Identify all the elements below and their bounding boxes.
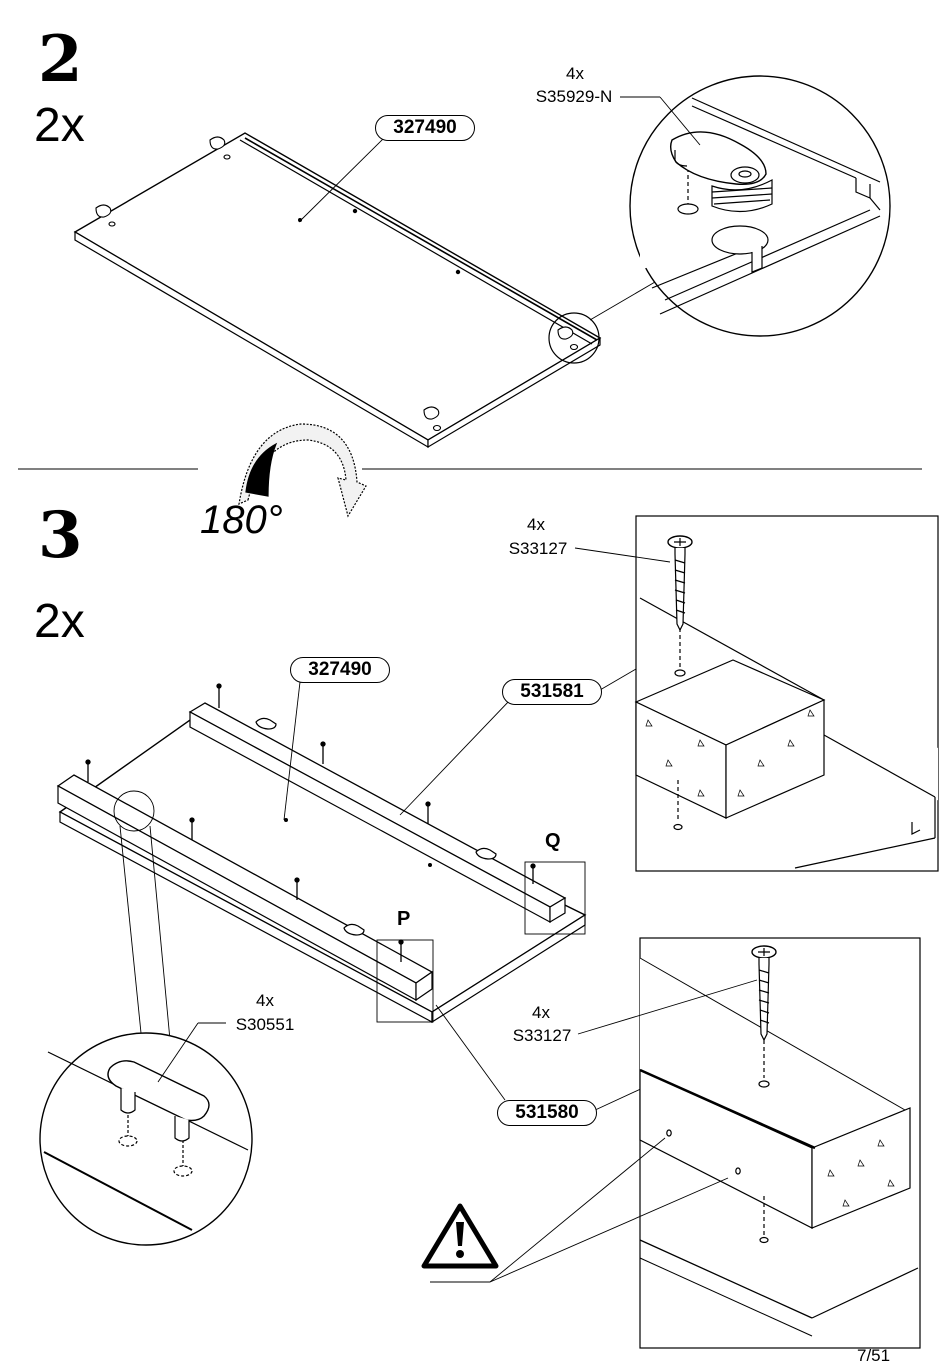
step-3-number: 3 [38,498,83,573]
screw-detail-box-a [574,515,939,872]
warning-icon [421,1203,499,1269]
screw-a-part: S33127 [508,539,568,558]
step2-detail-cam [620,75,891,337]
screw-detail-box-b [577,937,921,1349]
screw-a-qty: 4x [527,515,545,534]
page-number: 7/51 [857,1346,891,1365]
detail-box-q [524,861,586,935]
dowel-callout-small [113,790,155,832]
step-2-detail-qty: 4x [566,64,584,83]
step2-cam-locks [95,136,579,432]
step-2-panel-part: 327490 [375,115,475,141]
rotate-arrow-icon [238,423,367,518]
cam-lock-icon [669,131,773,213]
screw-icon [751,945,777,1042]
step3-rail-back [188,683,567,924]
step2-panel [73,132,602,449]
step3-panel [58,719,587,1024]
dowel-detail [39,1022,253,1246]
screw-b-part: S33127 [512,1026,572,1045]
step-3-quantity: 2x [34,595,85,648]
dowel-qty: 4x [256,991,274,1010]
marker-q: Q [545,830,561,852]
step-2-detail-part: S35929-N [535,87,613,106]
step-3-panel-part: 327490 [290,657,390,683]
dowel-part: S30551 [235,1015,295,1034]
detail-box-p [376,939,434,1023]
screw-b-qty: 4x [532,1003,550,1022]
screw-icon [667,535,693,632]
step-2-number: 2 [38,22,83,97]
dowel-icon [107,1060,210,1142]
marker-p: P [397,908,411,930]
rotation-label: 180° [200,498,283,542]
step-3-rail-part-a: 531581 [502,679,602,705]
step-2-quantity: 2x [34,99,85,152]
step-3-rail-part-b: 531580 [497,1100,597,1126]
step2-callout-small [548,312,600,364]
step3-rail-front [56,759,434,1002]
